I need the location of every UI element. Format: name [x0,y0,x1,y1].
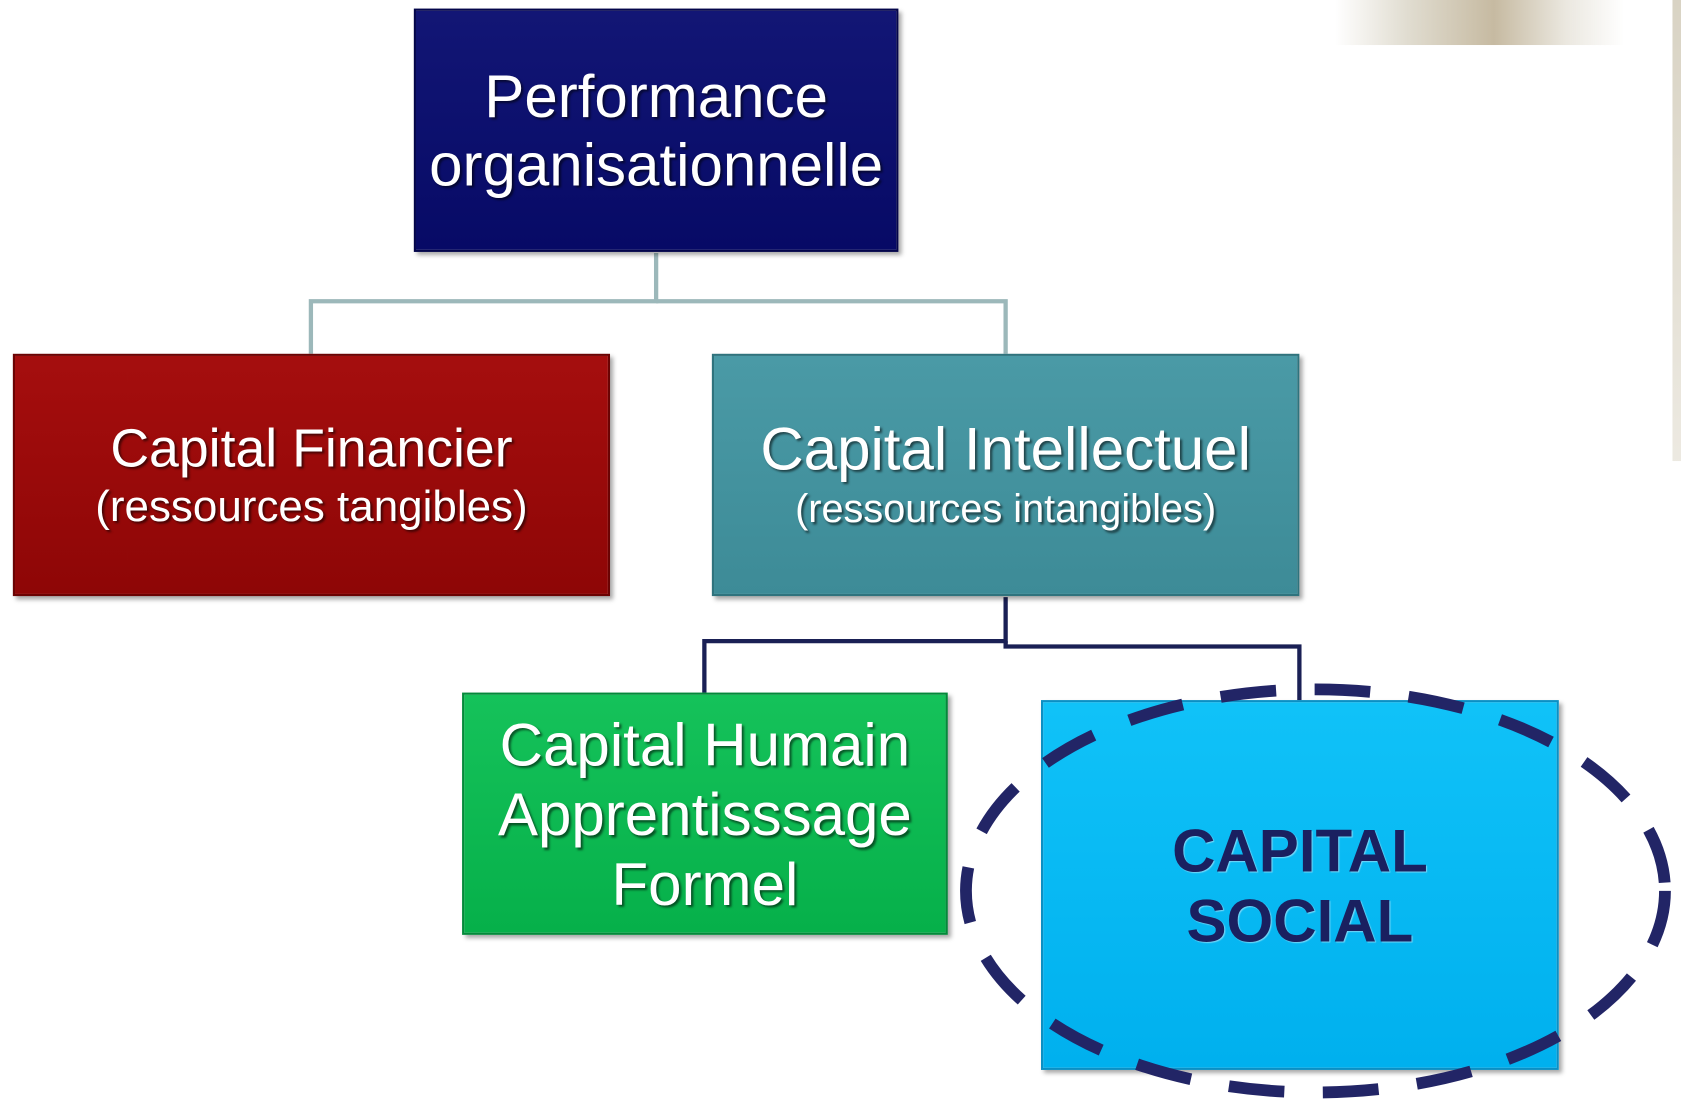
node-financier-title: Capital Financier [110,418,513,479]
connector-intellectuel-humain [702,597,1008,693]
connector-intellectuel-social [1003,641,1302,701]
decorative-photo-strip [1334,0,1625,46]
node-capital-social: CAPITAL SOCIAL [1041,700,1559,1070]
node-humain-line2: Apprentisssage [497,779,912,848]
node-performance-line1: Performance [484,61,828,130]
node-performance-organisationnelle: Performance organisationnelle [413,8,899,252]
node-capital-intellectuel: Capital Intellectuel (ressources intangi… [711,353,1300,597]
node-financier-subtitle: (ressources tangibles) [95,481,528,531]
node-intellectuel-title: Capital Intellectuel [760,414,1251,483]
node-capital-financier: Capital Financier (ressources tangibles) [12,353,611,597]
node-intellectuel-subtitle: (ressources intangibles) [795,486,1217,531]
connector-performance-financier [308,253,659,354]
node-social-line1: CAPITAL [1172,816,1428,884]
connector-performance-intellectuel [656,299,1008,354]
node-capital-humain: Capital Humain Apprentisssage Formel [462,692,948,935]
decorative-edge-strip [1672,0,1681,462]
node-social-line2: SOCIAL [1186,886,1414,954]
node-performance-line2: organisationnelle [429,130,884,198]
node-humain-line3: Formel [611,849,799,918]
node-humain-line1: Capital Humain [499,710,911,778]
